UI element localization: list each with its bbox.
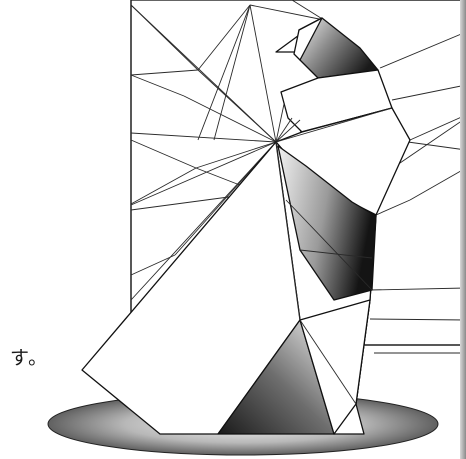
page-text-fragment: す。: [10, 343, 48, 370]
page-binding-edge: [460, 0, 466, 459]
